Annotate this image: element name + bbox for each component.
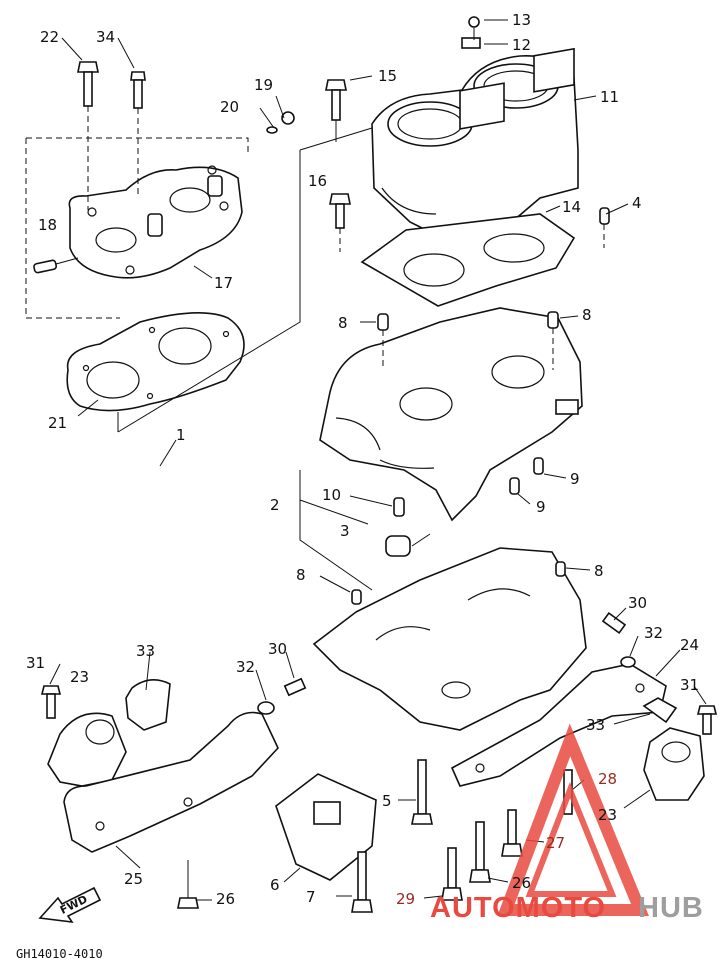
fwd-direction-arrow: FWD bbox=[38, 886, 102, 924]
callout-24: 24 bbox=[680, 636, 699, 654]
callout-33-right: 33 bbox=[586, 716, 605, 734]
bolt-22 bbox=[77, 61, 99, 210]
dowel-pin-8-lower-left bbox=[351, 589, 362, 605]
callout-26-left: 26 bbox=[216, 890, 235, 908]
bearing-collar-3 bbox=[385, 535, 411, 557]
callout-9-b: 9 bbox=[536, 498, 546, 516]
head-gasket-21 bbox=[66, 312, 245, 412]
mounting-plate-25 bbox=[63, 711, 279, 853]
callout-14: 14 bbox=[562, 198, 581, 216]
assembly-outline-2 bbox=[299, 470, 373, 591]
bolt-26-right bbox=[469, 821, 491, 883]
dowel-pin-8-lower-right bbox=[555, 561, 566, 577]
bolt-26-left bbox=[177, 860, 199, 909]
callout-33-left: 33 bbox=[136, 642, 155, 660]
dowel-pin-8-upper-right bbox=[547, 311, 559, 370]
callout-30-left: 30 bbox=[268, 640, 287, 658]
screw-18 bbox=[33, 257, 79, 274]
callout-31-right: 31 bbox=[680, 676, 699, 694]
callout-19: 19 bbox=[254, 76, 273, 94]
bolt-31-right bbox=[696, 705, 718, 735]
callout-18: 18 bbox=[38, 216, 57, 234]
bolt-31-left bbox=[40, 685, 62, 719]
callout-23-right: 23 bbox=[598, 806, 617, 824]
bolt-27 bbox=[501, 809, 523, 857]
callout-20: 20 bbox=[220, 98, 239, 116]
callout-8-lower-left: 8 bbox=[296, 566, 306, 584]
bolt-16 bbox=[329, 193, 351, 252]
callout-32-right: 32 bbox=[644, 624, 663, 642]
callout-34: 34 bbox=[96, 28, 115, 46]
automotohub-logo bbox=[497, 723, 649, 916]
diagram-code: GH14010-4010 bbox=[16, 947, 103, 961]
assembly-outline-1 bbox=[117, 127, 373, 467]
callout-15: 15 bbox=[378, 67, 397, 85]
callout-29: 29 bbox=[396, 890, 415, 908]
callout-31-left: 31 bbox=[26, 654, 45, 672]
electrical-box-6 bbox=[275, 773, 377, 881]
callout-8-upper-right: 8 bbox=[582, 306, 592, 324]
callout-5: 5 bbox=[382, 792, 392, 810]
callout-7: 7 bbox=[306, 888, 316, 906]
callout-11: 11 bbox=[600, 88, 619, 106]
watermark-hub: HUB bbox=[638, 892, 704, 924]
cylinder-block-11 bbox=[371, 37, 579, 241]
dowel-pin-8-upper-left bbox=[377, 313, 389, 370]
base-gasket-14 bbox=[360, 213, 576, 307]
bolt-7 bbox=[351, 851, 373, 913]
callout-8-lower-right: 8 bbox=[594, 562, 604, 580]
callout-30-right: 30 bbox=[628, 594, 647, 612]
dowel-pin-9-a bbox=[533, 457, 544, 475]
callout-6: 6 bbox=[270, 876, 280, 894]
engine-mount-23-right bbox=[643, 727, 705, 801]
callout-25: 25 bbox=[124, 870, 143, 888]
bolt-34 bbox=[130, 71, 146, 196]
cylinder-head-cover-17 bbox=[25, 137, 249, 319]
lower-crankcase bbox=[312, 547, 587, 731]
bracket-33-right bbox=[642, 697, 678, 724]
callout-9-a: 9 bbox=[570, 470, 580, 488]
callout-26-right: 26 bbox=[512, 874, 531, 892]
bolt-5 bbox=[411, 759, 433, 825]
callout-10: 10 bbox=[322, 486, 341, 504]
callout-2: 2 bbox=[270, 496, 280, 514]
callout-22: 22 bbox=[40, 28, 59, 46]
nut-19 bbox=[281, 111, 295, 125]
washer-32-left bbox=[257, 701, 275, 715]
bolt-29 bbox=[441, 847, 463, 901]
bolt-30-left bbox=[283, 677, 307, 697]
callout-13: 13 bbox=[512, 11, 531, 29]
dowel-pin-9-b bbox=[509, 477, 520, 495]
upper-crankcase bbox=[319, 307, 583, 522]
screw-13 bbox=[468, 16, 480, 40]
callout-21: 21 bbox=[48, 414, 67, 432]
bolt-15 bbox=[325, 79, 347, 142]
dowel-pin-10 bbox=[393, 497, 405, 517]
bolt-30-right bbox=[601, 611, 627, 635]
bracket-33-left bbox=[125, 679, 171, 731]
watermark-automoto: AUTOMOTO bbox=[430, 892, 606, 924]
callout-32-left: 32 bbox=[236, 658, 255, 676]
washer-32-right bbox=[620, 656, 636, 668]
engine-mount-23-left bbox=[47, 712, 127, 787]
callout-28: 28 bbox=[598, 770, 617, 788]
leader-lines bbox=[49, 19, 707, 901]
callout-3: 3 bbox=[340, 522, 350, 540]
callout-8-upper-left: 8 bbox=[338, 314, 348, 332]
callout-4: 4 bbox=[632, 194, 642, 212]
washer-20 bbox=[266, 126, 278, 134]
callout-27: 27 bbox=[546, 834, 565, 852]
callout-12: 12 bbox=[512, 36, 531, 54]
callout-16: 16 bbox=[308, 172, 327, 190]
callout-1: 1 bbox=[176, 426, 186, 444]
callout-17: 17 bbox=[214, 274, 233, 292]
dowel-pin-4 bbox=[599, 207, 610, 248]
callout-23-left: 23 bbox=[70, 668, 89, 686]
